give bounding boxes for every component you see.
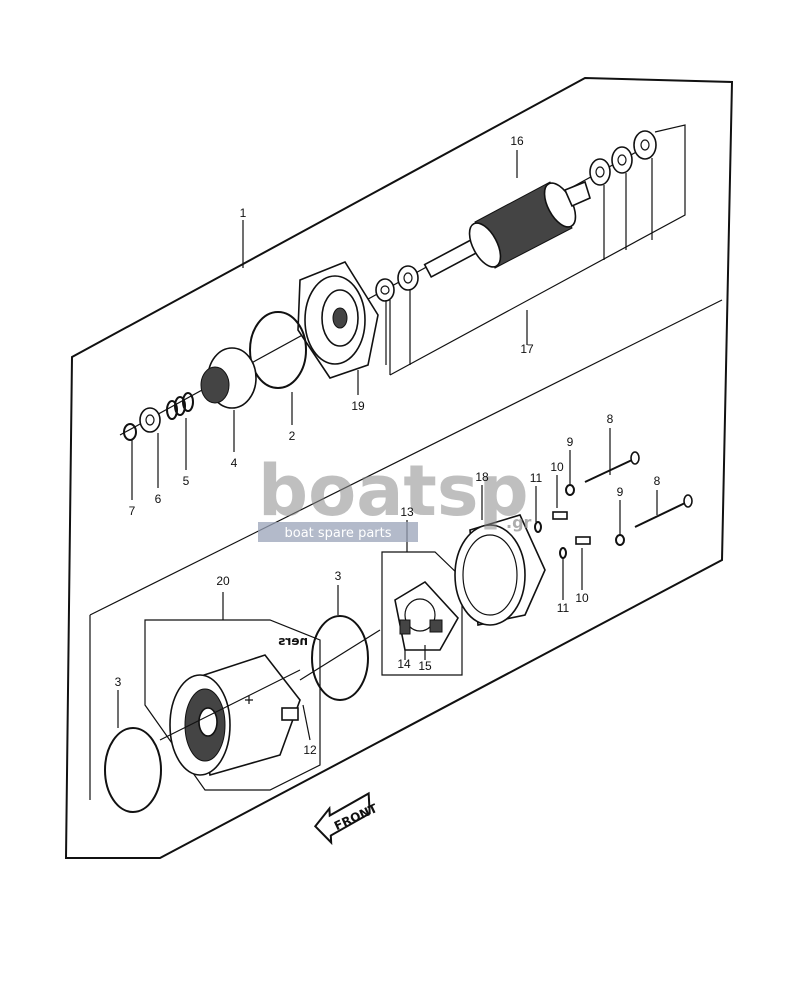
callout-5: 5 xyxy=(183,474,190,488)
callout-numbers: 1 2 3 3 4 5 6 7 8 8 9 9 10 10 11 11 12 1… xyxy=(115,134,661,757)
o-ring-part-3-lower xyxy=(104,727,162,813)
callout-13: 13 xyxy=(400,505,414,519)
leader-lines xyxy=(117,150,658,741)
assembly-outline xyxy=(64,76,734,859)
yoke-housing-part-18 xyxy=(454,514,546,626)
bracket-17 xyxy=(389,124,686,376)
armature-part-16 xyxy=(423,180,591,278)
collar-part-6 xyxy=(139,407,161,433)
callout-11-upper: 11 xyxy=(530,471,543,485)
circlip-part-7 xyxy=(123,423,137,441)
front-direction-arrow: FRONT xyxy=(313,791,380,846)
callout-3-upper: 3 xyxy=(335,569,342,583)
callout-14: 14 xyxy=(397,657,411,671)
front-housing-part-20 xyxy=(169,654,301,777)
spring-part-5 xyxy=(166,392,194,420)
o-ring-part-2 xyxy=(249,311,307,389)
watermark-tagline: boat spare parts xyxy=(284,526,391,541)
callout-1: 1 xyxy=(240,206,247,220)
callout-15: 15 xyxy=(418,659,432,673)
watermark-domain: .gr xyxy=(506,513,532,532)
callout-9-lower: 9 xyxy=(617,485,624,499)
washers-17 xyxy=(375,130,657,302)
o-ring-part-3-upper xyxy=(311,615,369,701)
watermark-brand: boatsp xyxy=(258,450,529,532)
housing-stamp-text: ners xyxy=(278,634,308,648)
callout-16: 16 xyxy=(510,134,524,148)
callout-17: 17 xyxy=(520,342,534,356)
callout-8-upper: 8 xyxy=(607,412,614,426)
callout-6: 6 xyxy=(155,492,162,506)
end-cover-part-19 xyxy=(297,261,379,379)
front-label: FRONT xyxy=(332,801,380,833)
callout-11-lower: 11 xyxy=(557,601,570,615)
callout-10-lower: 10 xyxy=(575,591,589,605)
through-bolts-part-8 xyxy=(584,451,693,528)
callout-7: 7 xyxy=(129,504,136,518)
hardware-parts-9-10-11 xyxy=(534,484,625,559)
lower-group-outline xyxy=(89,299,723,616)
callout-18: 18 xyxy=(475,470,489,484)
bracket-13 xyxy=(381,551,463,676)
callout-2: 2 xyxy=(289,429,296,443)
brush-holder-part-13 xyxy=(394,580,459,651)
callout-12: 12 xyxy=(303,743,317,757)
watermark: boatsp .gr boat spare parts xyxy=(258,450,532,542)
callout-10-upper: 10 xyxy=(550,460,564,474)
callout-4: 4 xyxy=(231,456,238,470)
callout-9-upper: 9 xyxy=(567,435,574,449)
callout-3-lower: 3 xyxy=(115,675,122,689)
callout-19: 19 xyxy=(351,399,365,413)
callout-8-lower: 8 xyxy=(654,474,661,488)
bracket-20 xyxy=(144,619,321,791)
callout-20: 20 xyxy=(216,574,230,588)
pinion-part-4 xyxy=(200,347,257,409)
